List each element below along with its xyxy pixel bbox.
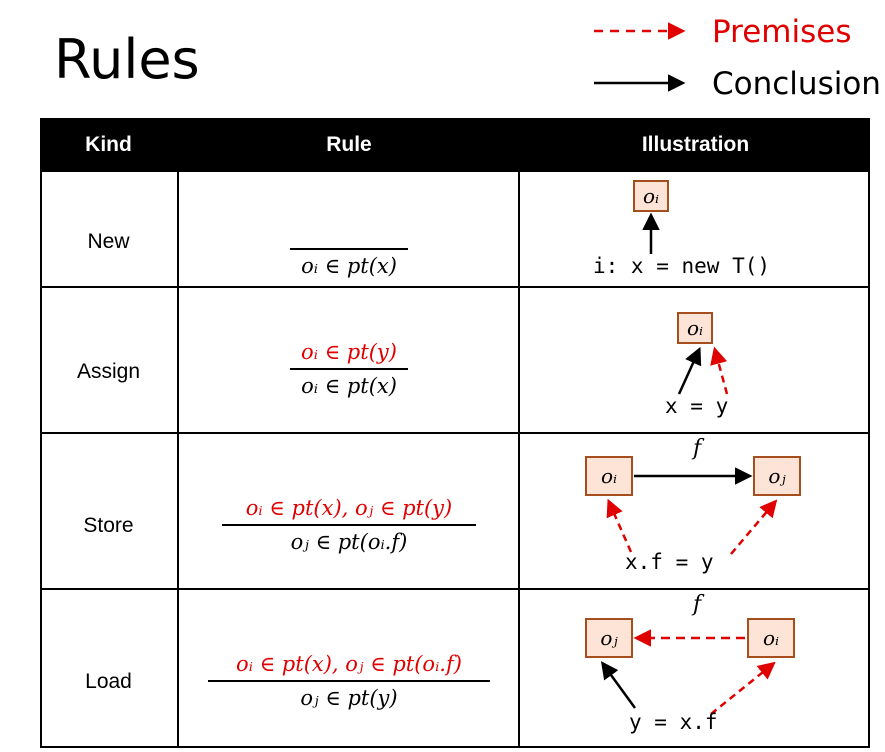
grid-line <box>518 172 520 748</box>
rule-fraction: oᵢ ∈ pt(y) oᵢ ∈ pt(x) <box>180 340 518 398</box>
premise-arrow <box>710 661 776 715</box>
grid-line <box>868 172 870 748</box>
field-label: f <box>693 436 702 461</box>
fraction-bar <box>290 368 408 370</box>
field-label: f <box>693 592 702 617</box>
grid-line <box>40 746 870 748</box>
illustration-arrows <box>600 629 776 715</box>
kind-label: Assign <box>76 360 141 383</box>
rule-cell: oᵢ ∈ pt(y) oᵢ ∈ pt(x) <box>180 288 518 432</box>
legend-conclusion-label: Conclusion <box>712 66 881 102</box>
table-header: Kind Rule Illustration <box>40 118 870 172</box>
header-illustration: Illustration <box>641 133 750 156</box>
object-box: oⱼ <box>753 456 801 496</box>
rules-table: Kind Rule Illustration New oᵢ ∈ pt(x) oᵢ… <box>40 118 870 748</box>
kind-label: New <box>87 230 130 253</box>
grid-line <box>40 588 870 590</box>
rule-premise <box>180 220 518 244</box>
illustration-cell: f oᵢ oⱼ x.f = y <box>521 434 870 588</box>
table-row: New oᵢ ∈ pt(x) oᵢ i: x = new T() <box>40 172 870 286</box>
rule-fraction: oᵢ ∈ pt(x), oⱼ ∈ pt(y) oⱼ ∈ pt(oᵢ.f) <box>180 496 518 554</box>
statement-code: x = y <box>665 394 729 418</box>
rule-fraction: oᵢ ∈ pt(x) <box>180 220 518 278</box>
rule-conclusion: oⱼ ∈ pt(oᵢ.f) <box>290 529 408 554</box>
rule-conclusion: oᵢ ∈ pt(x) <box>301 253 397 278</box>
solid-black-arrow-icon <box>594 74 686 92</box>
page-title: Rules <box>54 28 200 91</box>
rule-conclusion: oᵢ ∈ pt(x) <box>301 373 397 398</box>
kind-label: Load <box>85 670 132 693</box>
illustration-cell: oᵢ x = y <box>521 288 870 432</box>
legend-premises-label: Premises <box>712 14 852 50</box>
legend-conclusion: Conclusion <box>590 64 881 104</box>
conclusion-arrow <box>600 661 637 709</box>
rule-cell: oᵢ ∈ pt(x), oⱼ ∈ pt(y) oⱼ ∈ pt(oᵢ.f) <box>180 434 518 588</box>
object-box: oᵢ <box>677 312 713 344</box>
kind-label: Store <box>83 514 134 537</box>
dashed-red-arrow-icon <box>594 22 686 40</box>
table-row: Store oᵢ ∈ pt(x), oⱼ ∈ pt(y) oⱼ ∈ pt(oᵢ.… <box>40 434 870 588</box>
illustration-cell: oᵢ i: x = new T() <box>521 172 870 286</box>
object-box: oᵢ <box>747 618 795 658</box>
rule-premise: oᵢ ∈ pt(x), oⱼ ∈ pt(y) <box>245 496 453 520</box>
object-box: oᵢ <box>633 180 669 212</box>
object-box: oⱼ <box>585 618 633 658</box>
grid-line <box>40 172 42 748</box>
rule-fraction: oᵢ ∈ pt(x), oⱼ ∈ pt(oᵢ.f) oⱼ ∈ pt(y) <box>180 652 518 710</box>
statement-code: x.f = y <box>625 550 714 574</box>
illustration-arrows <box>642 212 660 254</box>
rule-cell: oᵢ ∈ pt(x), oⱼ ∈ pt(oᵢ.f) oⱼ ∈ pt(y) <box>180 590 518 746</box>
statement-code: i: x = new T() <box>593 254 771 278</box>
illustration-arrows <box>606 467 778 555</box>
fraction-bar <box>208 680 490 682</box>
rule-premise: oᵢ ∈ pt(y) <box>301 340 397 364</box>
grid-line <box>40 432 870 434</box>
rule-cell: oᵢ ∈ pt(x) <box>180 172 518 286</box>
legend-premises: Premises <box>590 12 880 52</box>
header-kind: Kind <box>85 133 132 156</box>
illustration-cell: f oⱼ oᵢ y = x.f <box>521 590 870 746</box>
statement-code: y = x.f <box>629 710 718 734</box>
rule-premise: oᵢ ∈ pt(x), oⱼ ∈ pt(oᵢ.f) <box>236 652 462 676</box>
conclusion-arrow <box>677 346 702 395</box>
legend: Premises Conclusion <box>590 12 881 104</box>
premise-arrow <box>730 499 778 555</box>
grid-line <box>177 172 179 748</box>
fraction-bar <box>222 524 476 526</box>
grid-line <box>40 286 870 288</box>
rule-conclusion: oⱼ ∈ pt(y) <box>300 685 398 710</box>
premise-arrow <box>606 498 633 553</box>
table-row: Assign oᵢ ∈ pt(y) oᵢ ∈ pt(x) oᵢ x = y <box>40 288 870 432</box>
object-box: oᵢ <box>585 456 633 496</box>
header-rule: Rule <box>326 133 372 156</box>
table-row: Load oᵢ ∈ pt(x), oⱼ ∈ pt(oᵢ.f) oⱼ ∈ pt(y… <box>40 590 870 746</box>
premise-arrow <box>710 346 729 395</box>
illustration-arrows <box>677 346 729 395</box>
fraction-bar <box>290 248 408 250</box>
